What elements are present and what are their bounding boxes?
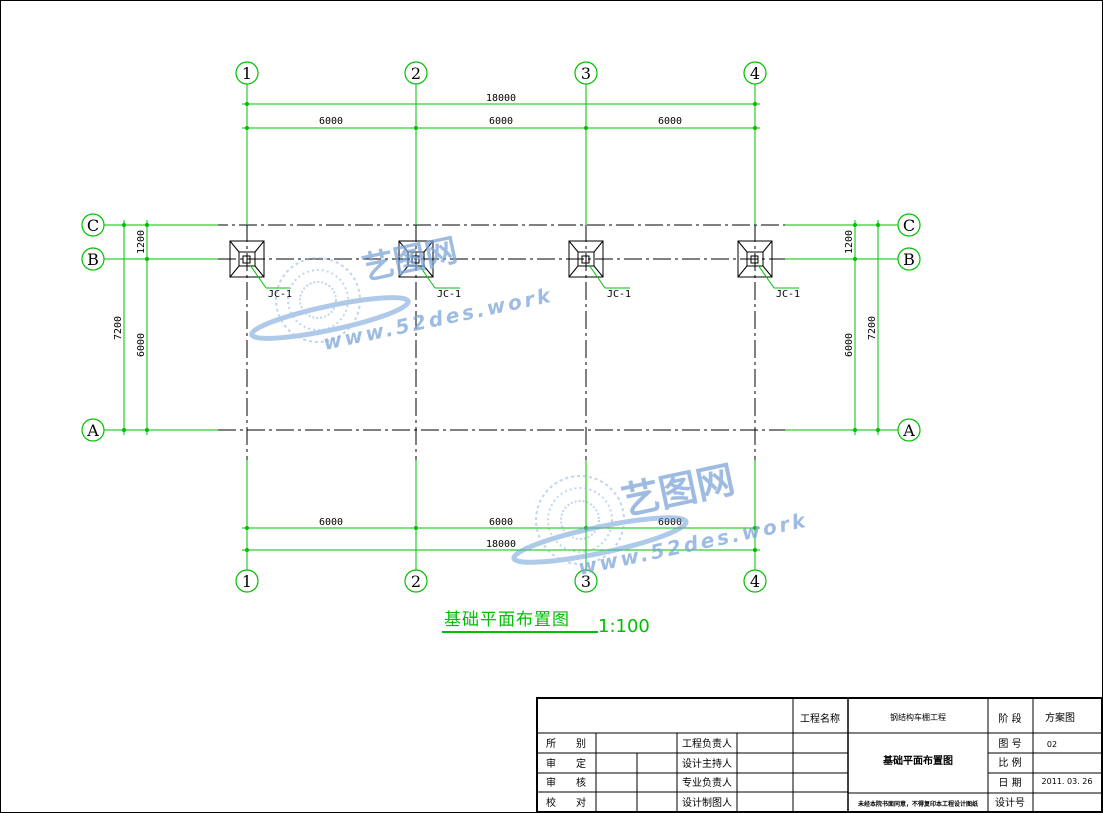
footings: JC-1 JC-1 JC-1 JC-1 [229, 240, 800, 300]
axis-label-3-top: 3 [581, 64, 591, 83]
axis-bubbles [81, 61, 921, 593]
axis-label-4-bottom: 4 [750, 572, 760, 591]
dim-left-cb: 1200 [136, 230, 147, 254]
dim-overall-top: 18000 [486, 93, 516, 104]
tb-date-label: 日 期 [998, 777, 1021, 789]
watermark-globe-icon [511, 475, 689, 565]
axis-bubble-4-bottom [743, 569, 767, 593]
tb-row-left-1: 所 别 [546, 738, 586, 750]
axis-bubble-b-right [897, 247, 921, 271]
axis-bubble-1-top [235, 61, 259, 85]
tb-row-mid-1: 工程负责人 [682, 737, 732, 750]
dim-span-bottom-1: 6000 [319, 517, 343, 528]
axis-label-c-left: C [87, 216, 99, 235]
axis-label-a-left: A [86, 421, 99, 440]
dim-span-bottom-3: 6000 [658, 517, 682, 528]
tb-row-mid-2: 设计主持人 [682, 757, 732, 770]
tb-sheet-title: 基础平面布置图 [882, 754, 953, 767]
dimension-lines [121, 101, 881, 553]
dim-right-total: 7200 [867, 316, 878, 340]
footing-jc1-2 [398, 240, 460, 289]
axis-label-2-bottom: 2 [411, 572, 421, 591]
footing-jc1-1 [229, 240, 290, 289]
tb-row-left-2: 审 定 [546, 757, 586, 770]
dim-right-cb: 1200 [844, 230, 855, 254]
dim-right-ba: 6000 [844, 333, 855, 357]
axis-label-a-right: A [902, 421, 915, 440]
tb-row-mid-3: 专业负责人 [682, 776, 732, 789]
axis-bubble-c-right [897, 213, 921, 237]
axis-label-b-left: B [87, 250, 99, 269]
tb-date-value: 2011. 03. 26 [1042, 777, 1093, 786]
axis-bubble-2-bottom [404, 569, 428, 593]
title-block-text: 工程名称 钢结构车棚工程 阶 段 方案图 图 号 02 比 例 日 期 2011… [546, 711, 1092, 809]
title-block [536, 697, 1103, 813]
axis-extension-lines [102, 84, 898, 570]
axis-label-3-bottom: 3 [581, 572, 591, 591]
dim-left-ba: 6000 [136, 333, 147, 357]
axis-bubble-a-left [81, 418, 105, 442]
dim-overall-bottom: 18000 [486, 539, 516, 550]
axis-label-2-top: 2 [411, 64, 421, 83]
axis-label-1-top: 1 [242, 64, 252, 83]
tb-scale-label: 比 例 [998, 756, 1021, 769]
tb-row-left-4: 校 对 [546, 796, 586, 809]
axis-bubble-2-top [404, 61, 428, 85]
axis-bubble-c-left [81, 213, 105, 237]
axis-bubble-1-bottom [235, 569, 259, 593]
dim-span-top-3: 6000 [658, 116, 682, 127]
axis-label-b-right: B [903, 250, 915, 269]
tb-drawing-no: 02 [1047, 740, 1057, 749]
axis-bubble-labels: 1 2 3 4 1 2 3 4 C B A C B A [86, 64, 915, 591]
tb-project-name-label: 工程名称 [800, 712, 840, 725]
tb-design-no-label: 设计号 [995, 796, 1025, 809]
watermark-globe-icon [249, 257, 411, 343]
grid-lines [102, 195, 878, 460]
axis-bubble-4-top [743, 61, 767, 85]
tb-project-name: 钢结构车棚工程 [890, 712, 946, 722]
tb-stage-label: 阶 段 [998, 712, 1021, 725]
footing-label-3: JC-1 [607, 289, 631, 300]
axis-bubble-a-right [897, 418, 921, 442]
tb-drawing-no-label: 图 号 [998, 738, 1021, 750]
footing-label-1: JC-1 [268, 289, 292, 300]
footing-label-2: JC-1 [437, 289, 461, 300]
axis-bubble-3-bottom [574, 569, 598, 593]
dim-span-top-2: 6000 [489, 116, 513, 127]
tb-footer-note: 未经本院书面同意，不得复印本工程设计图纸 [858, 800, 978, 808]
axis-label-4-top: 4 [750, 64, 760, 83]
tb-stage-value: 方案图 [1045, 711, 1075, 724]
axis-label-c-right: C [903, 216, 915, 235]
axis-bubble-b-left [81, 247, 105, 271]
axis-bubble-3-top [574, 61, 598, 85]
tb-row-left-3: 审 核 [546, 776, 586, 789]
dim-span-bottom-2: 6000 [489, 517, 513, 528]
footing-jc1-3 [568, 240, 630, 289]
axis-label-1-bottom: 1 [242, 572, 252, 591]
drawing-title: 基础平面布置图 [444, 610, 570, 630]
dim-left-total: 7200 [113, 316, 124, 340]
footing-label-4: JC-1 [776, 289, 800, 300]
drawing-scale: 1:100 [598, 616, 650, 637]
dim-span-top-1: 6000 [319, 116, 343, 127]
footing-jc1-4 [737, 240, 799, 289]
tb-row-mid-4: 设计制图人 [682, 796, 732, 809]
